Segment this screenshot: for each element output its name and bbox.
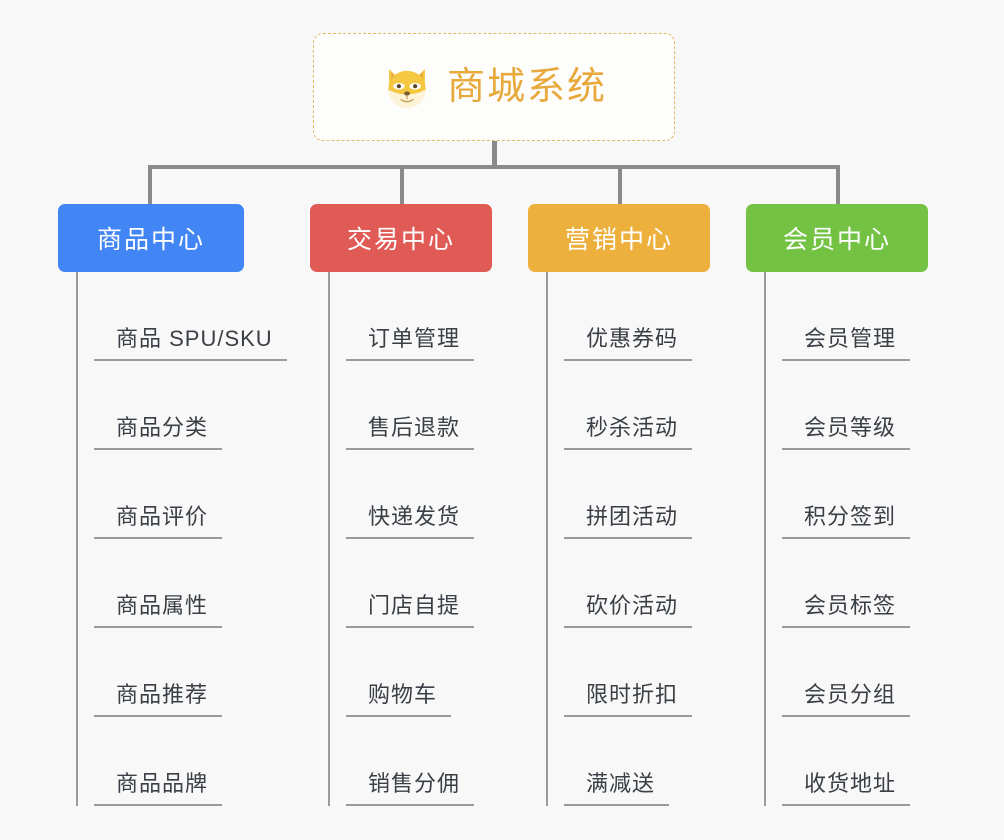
connector-drop-3 — [618, 165, 622, 207]
list-item[interactable]: 商品评价 — [94, 450, 244, 539]
list-item[interactable]: 会员分组 — [782, 628, 928, 717]
branch-column-3: 营销中心 优惠券码 秒杀活动 拼团活动 砍价活动 限时折扣 满减送 — [528, 204, 710, 806]
list-item[interactable]: 销售分佣 — [346, 717, 492, 806]
list-item[interactable]: 快递发货 — [346, 450, 492, 539]
leaf-list-2: 订单管理 售后退款 快递发货 门店自提 购物车 销售分佣 — [328, 272, 492, 806]
category-label-1: 商品中心 — [96, 226, 205, 254]
leaf-label: 商品推荐 — [94, 677, 223, 717]
root-title: 商城系统 — [446, 66, 607, 108]
connector-horizontal-bus — [148, 165, 840, 169]
list-item[interactable]: 秒杀活动 — [564, 361, 710, 450]
category-box-1[interactable]: 商品中心 — [58, 204, 244, 272]
list-item[interactable]: 商品属性 — [94, 539, 244, 628]
list-item[interactable]: 会员标签 — [782, 539, 928, 628]
leaf-label: 拼团活动 — [564, 499, 693, 539]
list-item[interactable]: 满减送 — [564, 717, 710, 806]
list-item[interactable]: 商品分类 — [94, 361, 244, 450]
branch-column-2: 交易中心 订单管理 售后退款 快递发货 门店自提 购物车 销售分佣 — [310, 204, 492, 806]
leaf-label: 售后退款 — [346, 410, 475, 450]
leaf-label: 商品评价 — [94, 499, 223, 539]
branch-column-4: 会员中心 会员管理 会员等级 积分签到 会员标签 会员分组 收货地址 — [746, 204, 928, 806]
list-item[interactable]: 收货地址 — [782, 717, 928, 806]
list-item[interactable]: 订单管理 — [346, 272, 492, 361]
list-item[interactable]: 积分签到 — [782, 450, 928, 539]
connector-root-stem — [492, 141, 497, 168]
leaf-list-3: 优惠券码 秒杀活动 拼团活动 砍价活动 限时折扣 满减送 — [546, 272, 710, 806]
category-box-2[interactable]: 交易中心 — [310, 204, 492, 272]
leaf-label: 商品分类 — [94, 410, 223, 450]
leaf-label: 门店自提 — [346, 588, 475, 628]
branch-column-1: 商品中心 商品 SPU/SKU 商品分类 商品评价 商品属性 商品推荐 商品品牌 — [58, 204, 287, 806]
connector-drop-1 — [148, 165, 152, 207]
leaf-label: 秒杀活动 — [564, 410, 693, 450]
category-box-4[interactable]: 会员中心 — [746, 204, 928, 272]
category-label-3: 营销中心 — [564, 226, 673, 254]
root-node[interactable]: 商城系统 — [313, 33, 675, 141]
list-item[interactable]: 售后退款 — [346, 361, 492, 450]
leaf-label: 会员等级 — [782, 410, 911, 450]
leaf-list-1: 商品 SPU/SKU 商品分类 商品评价 商品属性 商品推荐 商品品牌 — [76, 272, 287, 806]
leaf-label: 商品 SPU/SKU — [94, 321, 287, 361]
category-box-3[interactable]: 营销中心 — [528, 204, 710, 272]
shiba-dog-face-icon — [381, 61, 433, 113]
category-label-4: 会员中心 — [782, 226, 891, 254]
list-item[interactable]: 会员等级 — [782, 361, 928, 450]
leaf-label: 砍价活动 — [564, 588, 693, 628]
list-item[interactable]: 商品品牌 — [94, 717, 244, 806]
connector-drop-4 — [836, 165, 840, 207]
leaf-label: 商品品牌 — [94, 766, 223, 806]
leaf-label: 销售分佣 — [346, 766, 475, 806]
list-item[interactable]: 会员管理 — [782, 272, 928, 361]
leaf-label: 会员标签 — [782, 588, 911, 628]
connector-drop-2 — [400, 165, 404, 207]
leaf-label: 商品属性 — [94, 588, 223, 628]
leaf-label: 订单管理 — [346, 321, 475, 361]
leaf-label: 会员管理 — [782, 321, 911, 361]
leaf-label: 优惠券码 — [564, 321, 693, 361]
leaf-label: 满减送 — [564, 766, 670, 806]
leaf-label: 购物车 — [346, 677, 452, 717]
category-label-2: 交易中心 — [346, 226, 455, 254]
list-item[interactable]: 商品 SPU/SKU — [94, 272, 287, 361]
leaf-list-4: 会员管理 会员等级 积分签到 会员标签 会员分组 收货地址 — [764, 272, 928, 806]
list-item[interactable]: 购物车 — [346, 628, 492, 717]
list-item[interactable]: 优惠券码 — [564, 272, 710, 361]
leaf-label: 限时折扣 — [564, 677, 693, 717]
leaf-label: 快递发货 — [346, 499, 475, 539]
leaf-label: 会员分组 — [782, 677, 911, 717]
list-item[interactable]: 限时折扣 — [564, 628, 710, 717]
list-item[interactable]: 门店自提 — [346, 539, 492, 628]
leaf-label: 积分签到 — [782, 499, 911, 539]
list-item[interactable]: 商品推荐 — [94, 628, 244, 717]
leaf-label: 收货地址 — [782, 766, 911, 806]
list-item[interactable]: 砍价活动 — [564, 539, 710, 628]
list-item[interactable]: 拼团活动 — [564, 450, 710, 539]
